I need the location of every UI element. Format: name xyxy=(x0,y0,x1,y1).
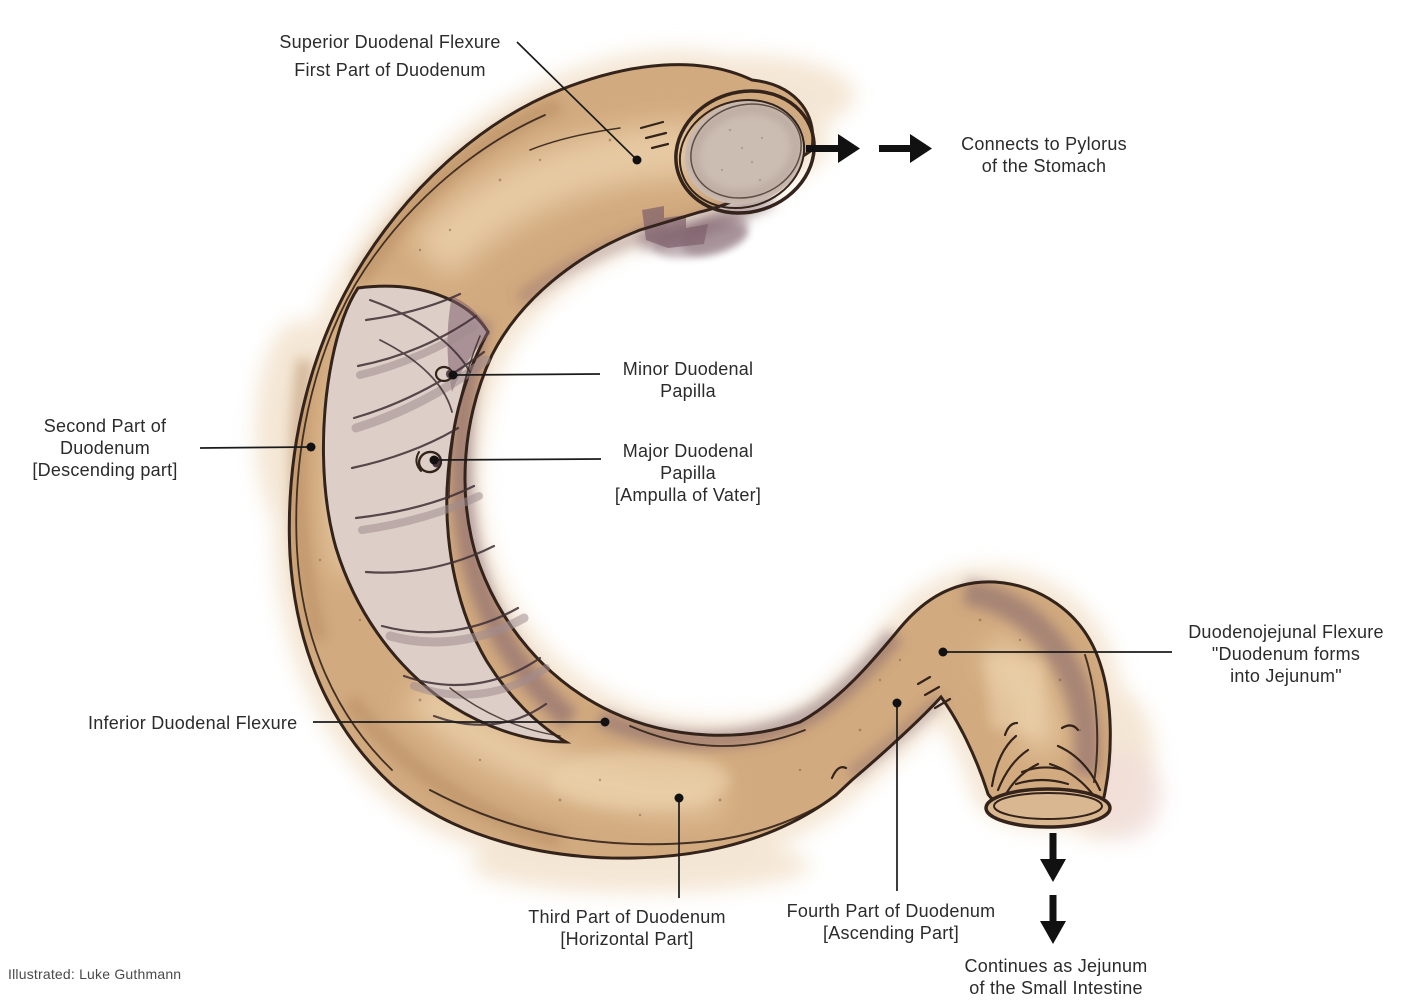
label-line: Duodenum xyxy=(59,438,151,458)
label-line: Third Part of Duodenum xyxy=(528,907,726,927)
label-third-part: Third Part of Duodenum [Horizontal Part] xyxy=(528,906,726,950)
pylorus-arrows xyxy=(806,134,932,163)
label-line: Papilla xyxy=(660,381,716,401)
body-outline xyxy=(287,63,1112,860)
wrinkle-marks xyxy=(639,120,1102,798)
label-minor-duodenal-papilla: Minor Duodenal Papilla xyxy=(623,358,754,402)
label-line: Major Duodenal xyxy=(622,441,754,461)
jejunum-arrows xyxy=(1040,833,1066,944)
leader-lines xyxy=(199,41,1172,898)
label-line: Superior Duodenal Flexure xyxy=(279,32,501,52)
label-line: [Ascending Part] xyxy=(822,923,960,943)
pyloric-opening xyxy=(674,89,816,215)
label-line: First Part of Duodenum xyxy=(294,60,486,80)
label-connects-to-pylorus: Connects to Pylorus of the Stomach xyxy=(961,133,1127,177)
label-line: "Duodenum forms xyxy=(1211,644,1361,664)
label-line: Duodenojejunal Flexure xyxy=(1188,622,1384,642)
jejunal-opening xyxy=(984,787,1112,829)
label-line: [Ampulla of Vater] xyxy=(614,485,762,505)
label-line: Fourth Part of Duodenum xyxy=(786,901,996,921)
label-inferior-duodenal-flexure: Inferior Duodenal Flexure xyxy=(88,712,297,734)
double-lines xyxy=(295,114,1099,846)
label-duodenojejunal-flexure: Duodenojejunal Flexure "Duodenum forms i… xyxy=(1188,621,1384,687)
label-line: Continues as Jejunum xyxy=(964,956,1148,976)
label-line: Second Part of xyxy=(43,416,167,436)
label-line: [Horizontal Part] xyxy=(560,929,694,949)
label-major-duodenal-papilla: Major Duodenal Papilla [Ampulla of Vater… xyxy=(615,440,761,506)
shadow-patches xyxy=(642,206,749,258)
label-line: of the Small Intestine xyxy=(969,978,1143,998)
label-line: into Jejunum" xyxy=(1230,666,1342,686)
mucosa-window xyxy=(321,284,572,744)
illustrator-credit: Illustrated: Luke Guthmann xyxy=(8,966,182,982)
label-line: of the Stomach xyxy=(981,156,1107,176)
label-line: [Descending part] xyxy=(32,460,178,480)
label-second-part: Second Part of Duodenum [Descending part… xyxy=(32,415,177,481)
label-line: Papilla xyxy=(660,463,716,483)
label-line: Minor Duodenal xyxy=(622,359,754,379)
label-line: Inferior Duodenal Flexure xyxy=(88,713,298,733)
duodenum-body xyxy=(289,64,1111,859)
label-line: Connects to Pylorus xyxy=(961,134,1127,154)
label-superior-duodenal-flexure: Superior Duodenal Flexure First Part of … xyxy=(279,28,500,84)
label-fourth-part: Fourth Part of Duodenum [Ascending Part] xyxy=(787,900,996,944)
label-continues-as-jejunum: Continues as Jejunum of the Small Intest… xyxy=(964,955,1147,999)
